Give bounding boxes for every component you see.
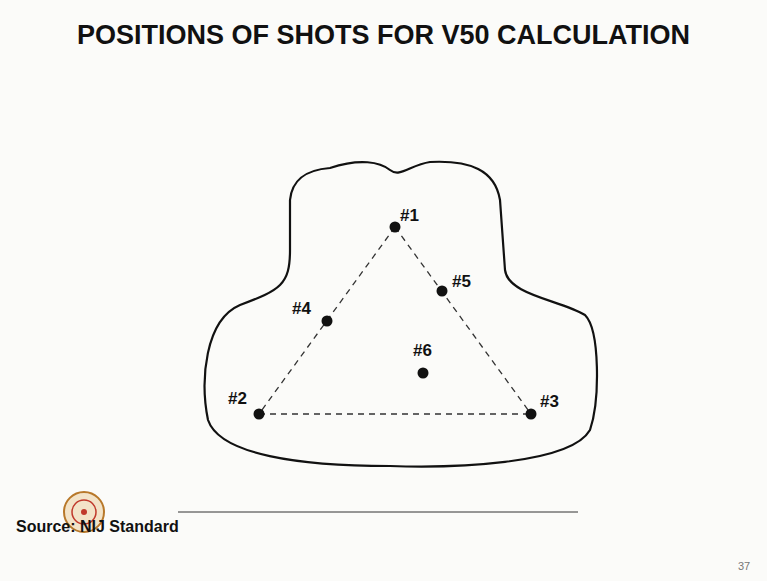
- armor-outline: [205, 162, 597, 467]
- callout-number: #6: [413, 341, 432, 361]
- source-note: Source: NIJ Standard: [16, 518, 179, 536]
- callout-number: #3: [540, 392, 559, 412]
- slide-title: POSITIONS OF SHOTS FOR V50 CALCULATION: [0, 20, 767, 51]
- callout-number: #5: [452, 272, 471, 292]
- page-number: 37: [738, 560, 750, 572]
- callout-number: #2: [228, 389, 247, 409]
- dashed-triangle: [259, 227, 531, 414]
- callout-number: #4: [292, 299, 311, 319]
- callout-number: #1: [400, 206, 419, 226]
- shot-dots: [254, 222, 537, 420]
- footer-rule: [178, 512, 578, 513]
